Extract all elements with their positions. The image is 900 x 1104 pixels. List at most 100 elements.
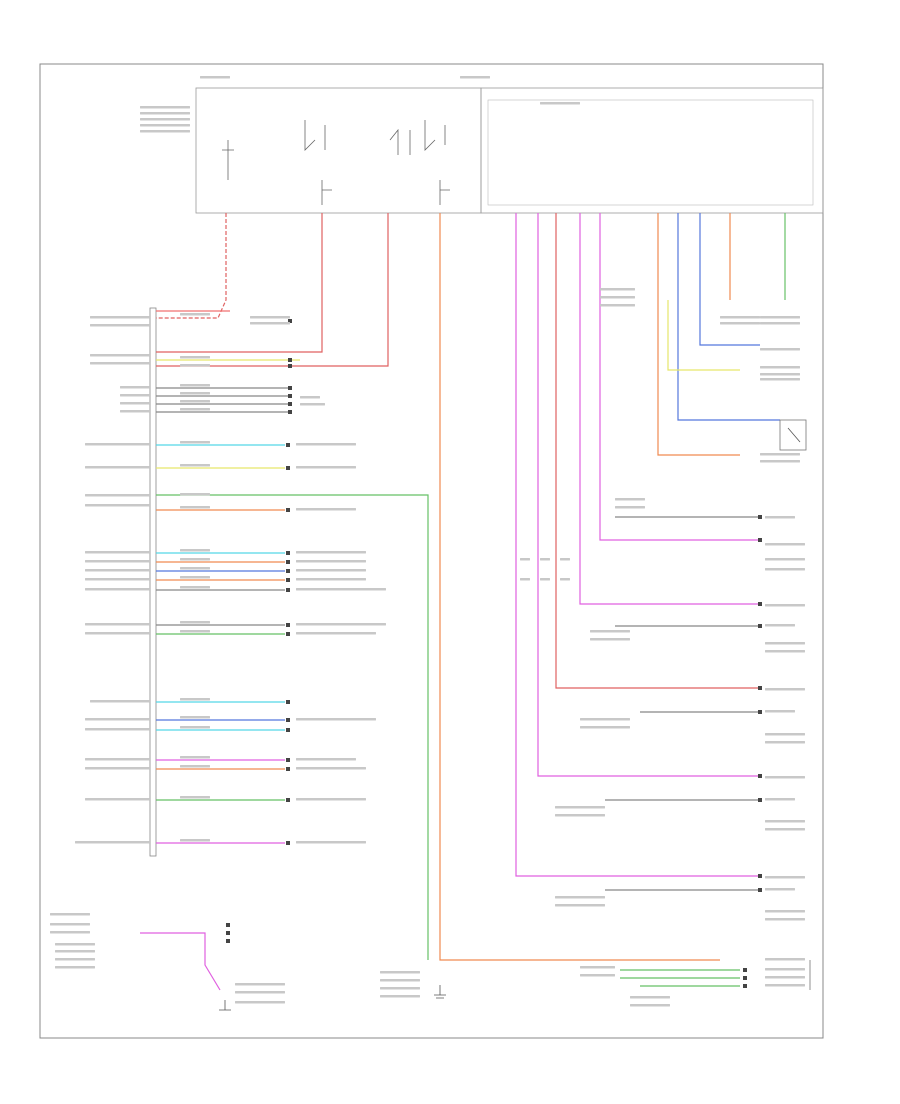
connector-pin xyxy=(288,364,292,368)
illegible-label xyxy=(296,841,366,844)
fuse-symbols xyxy=(222,120,450,205)
sensor-box xyxy=(779,419,807,451)
illegible-label xyxy=(765,820,805,823)
illegible-label xyxy=(90,700,150,703)
illegible-label xyxy=(555,904,605,907)
connector-pin xyxy=(758,798,762,802)
illegible-label xyxy=(600,296,635,299)
illegible-label xyxy=(55,958,95,961)
illegible-label xyxy=(85,588,150,591)
illegible-label xyxy=(760,453,800,456)
illegible-label xyxy=(250,322,290,325)
illegible-label xyxy=(180,313,210,316)
connector-pin xyxy=(286,551,290,555)
illegible-label xyxy=(180,408,210,411)
illegible-label xyxy=(180,576,210,579)
illegible-label xyxy=(55,950,95,953)
illegible-label xyxy=(180,441,210,444)
illegible-label xyxy=(85,798,150,801)
illegible-label xyxy=(120,394,150,397)
illegible-label xyxy=(180,765,210,768)
illegible-label xyxy=(140,106,190,109)
connector-pin xyxy=(286,578,290,582)
illegible-label xyxy=(200,76,230,79)
illegible-label xyxy=(140,130,190,133)
connector-pin xyxy=(288,386,292,390)
illegible-label xyxy=(580,718,630,721)
illegible-label xyxy=(85,443,150,446)
micro-labels xyxy=(50,76,805,1007)
connector-pin xyxy=(286,623,290,627)
illegible-label xyxy=(85,623,150,626)
connector-pin xyxy=(286,728,290,732)
connector-pin xyxy=(286,466,290,470)
illegible-label xyxy=(765,568,805,571)
illegible-label xyxy=(296,758,356,761)
illegible-label xyxy=(720,316,760,319)
illegible-label xyxy=(300,396,320,399)
illegible-label xyxy=(85,494,150,497)
illegible-label xyxy=(540,558,550,561)
connector-pin xyxy=(743,984,747,988)
illegible-label xyxy=(720,322,760,325)
connector-pin xyxy=(286,508,290,512)
connector-pin xyxy=(758,538,762,542)
illegible-label xyxy=(380,979,420,982)
connector-pin xyxy=(286,569,290,573)
illegible-label xyxy=(180,384,210,387)
connector-pin xyxy=(758,624,762,628)
illegible-label xyxy=(296,569,366,572)
connector-pin xyxy=(286,700,290,704)
module-connector-strip xyxy=(149,307,157,857)
illegible-label xyxy=(765,876,805,879)
illegible-label xyxy=(590,638,630,641)
illegible-label xyxy=(140,118,190,121)
connector-pin xyxy=(758,710,762,714)
illegible-label xyxy=(520,558,530,561)
illegible-label xyxy=(600,288,635,291)
illegible-label xyxy=(560,558,570,561)
illegible-label xyxy=(120,410,150,413)
illegible-label xyxy=(235,1001,285,1004)
connector-pin xyxy=(288,319,292,323)
connector-pin xyxy=(743,968,747,972)
illegible-label xyxy=(180,796,210,799)
illegible-label xyxy=(50,931,90,934)
illegible-label xyxy=(615,506,645,509)
connector-pin xyxy=(286,588,290,592)
connector-pin xyxy=(286,841,290,845)
illegible-label xyxy=(380,987,420,990)
illegible-label xyxy=(555,814,605,817)
connector-pin xyxy=(286,718,290,722)
illegible-label xyxy=(580,966,615,969)
illegible-label xyxy=(180,726,210,729)
illegible-label xyxy=(765,828,805,831)
connector-pin xyxy=(226,923,230,927)
connector-pin xyxy=(758,602,762,606)
illegible-label xyxy=(765,888,795,891)
illegible-label xyxy=(85,632,150,635)
illegible-label xyxy=(580,726,630,729)
illegible-label xyxy=(630,996,670,999)
illegible-label xyxy=(765,558,805,561)
illegible-label xyxy=(590,630,630,633)
connector-pin xyxy=(758,874,762,878)
illegible-label xyxy=(765,976,805,979)
illegible-label xyxy=(760,322,800,325)
junction-block xyxy=(480,87,824,214)
illegible-label xyxy=(90,354,150,357)
illegible-label xyxy=(90,362,150,365)
illegible-label xyxy=(85,466,150,469)
connector-pin xyxy=(286,443,290,447)
illegible-label xyxy=(540,102,580,105)
illegible-label xyxy=(600,304,635,307)
illegible-label xyxy=(75,841,150,844)
illegible-label xyxy=(180,364,210,367)
illegible-label xyxy=(296,508,356,511)
connector-pins xyxy=(226,319,762,988)
illegible-label xyxy=(85,560,150,563)
junction-block-inner xyxy=(487,99,814,206)
illegible-label xyxy=(765,968,805,971)
illegible-label xyxy=(180,567,210,570)
illegible-label xyxy=(520,578,530,581)
